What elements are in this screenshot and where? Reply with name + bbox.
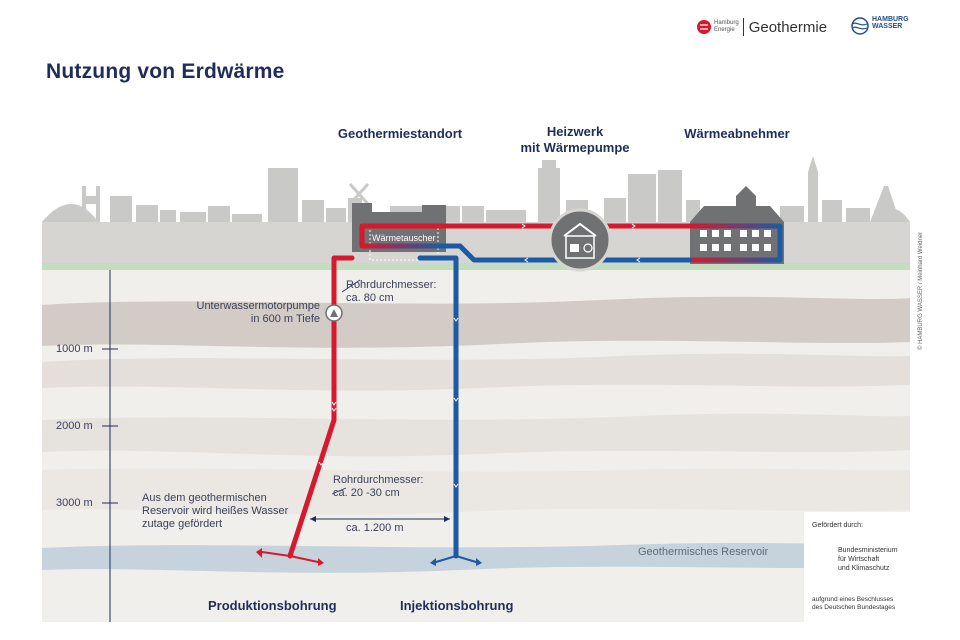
- stratum-band-4: [42, 468, 910, 515]
- pipe-bottom-pointer: [331, 487, 347, 495]
- header-heating-plant: Heizwerk mit Wärmepumpe: [520, 124, 630, 155]
- production-well-label: Produktionsbohrung: [208, 598, 337, 613]
- funding-box: Gefördert durch: Bundesministerium für W…: [804, 512, 910, 622]
- distance-arrow-left: [310, 516, 316, 522]
- skyline: [42, 156, 910, 222]
- reservoir-note: Aus dem geothermischen Reservoir wird he…: [142, 492, 289, 530]
- inflow-arrow-right: [289, 555, 319, 563]
- pump-icon: [325, 304, 343, 322]
- depth-label-2000: 2000 m: [56, 420, 93, 432]
- arrowhead-red-left: [256, 548, 262, 558]
- heat-exchanger-label: Wärmetauscher: [372, 233, 436, 243]
- funding-ministry: Bundesministerium für Wirtschaft und Kli…: [838, 547, 898, 572]
- stratum-band-3: [42, 413, 910, 457]
- consumer-loop-pipe: [687, 223, 783, 263]
- stratum-band-2: [42, 353, 910, 391]
- production-well-pipe: [287, 255, 355, 559]
- copyright-vertical: © HAMBURG WASSER / Meinhard Weidner: [918, 231, 924, 350]
- pipe-top-pointer: [341, 279, 361, 293]
- header-geothermal-site: Geothermiestandort: [337, 126, 463, 141]
- arrowhead-blue-left: [430, 558, 436, 566]
- header-heat-consumer: Wärmeabnehmer: [684, 126, 790, 141]
- outflow-arrow-right: [455, 555, 477, 563]
- hamburg-energie-logo-mark: [697, 20, 711, 34]
- hamburg-energie-logo-text: Hamburg Energie: [714, 20, 739, 33]
- stratum-band-1: [42, 296, 910, 348]
- page-title: Nutzung von Erdwärme: [46, 60, 285, 83]
- heat-exchanger-pipe: [359, 239, 443, 249]
- geothermie-wordmark: Geothermie: [748, 18, 828, 36]
- injection-well-pipe: [417, 255, 459, 559]
- consumer-building: [690, 186, 784, 264]
- hamburg-wasser-logo: HAMBURG WASSER: [872, 16, 909, 30]
- heating-plant-icon: [548, 208, 612, 272]
- pump-label: Unterwassermotorpumpe in 600 m Tiefe: [196, 300, 321, 325]
- hamburg-wasser-logo-mark: [851, 17, 869, 35]
- arrowhead-blue-right: [476, 558, 482, 566]
- reservoir-label: Geothermisches Reservoir: [638, 546, 769, 558]
- grass-strip: [42, 263, 910, 270]
- outflow-arrow-left: [435, 555, 457, 563]
- injection-well-label: Injektionsbohrung: [400, 598, 514, 613]
- inflow-arrow-left: [261, 551, 291, 557]
- hamburg-energie-logo-lines: [700, 24, 708, 30]
- flow-chevrons: [318, 223, 641, 488]
- depth-label-1000: 1000 m: [56, 343, 93, 355]
- funding-note: aufgrund eines Beschlusses des Deutschen…: [812, 596, 896, 611]
- pipe-diameter-bottom-label: Rohrdurchmesser: ca. 20 -30 cm: [333, 474, 424, 499]
- depth-label-3000: 3000 m: [56, 497, 93, 509]
- arrowhead-red-right: [318, 558, 324, 566]
- pipe-diameter-top-label: Rohrdurchmesser: ca. 80 cm: [346, 279, 437, 304]
- distance-label: ca. 1.200 m: [346, 522, 404, 534]
- funding-heading: Gefördert durch:: [812, 522, 863, 529]
- distance-arrow-right: [444, 516, 450, 522]
- geothermie-logo: Hamburg Energie Geothermie: [697, 16, 827, 38]
